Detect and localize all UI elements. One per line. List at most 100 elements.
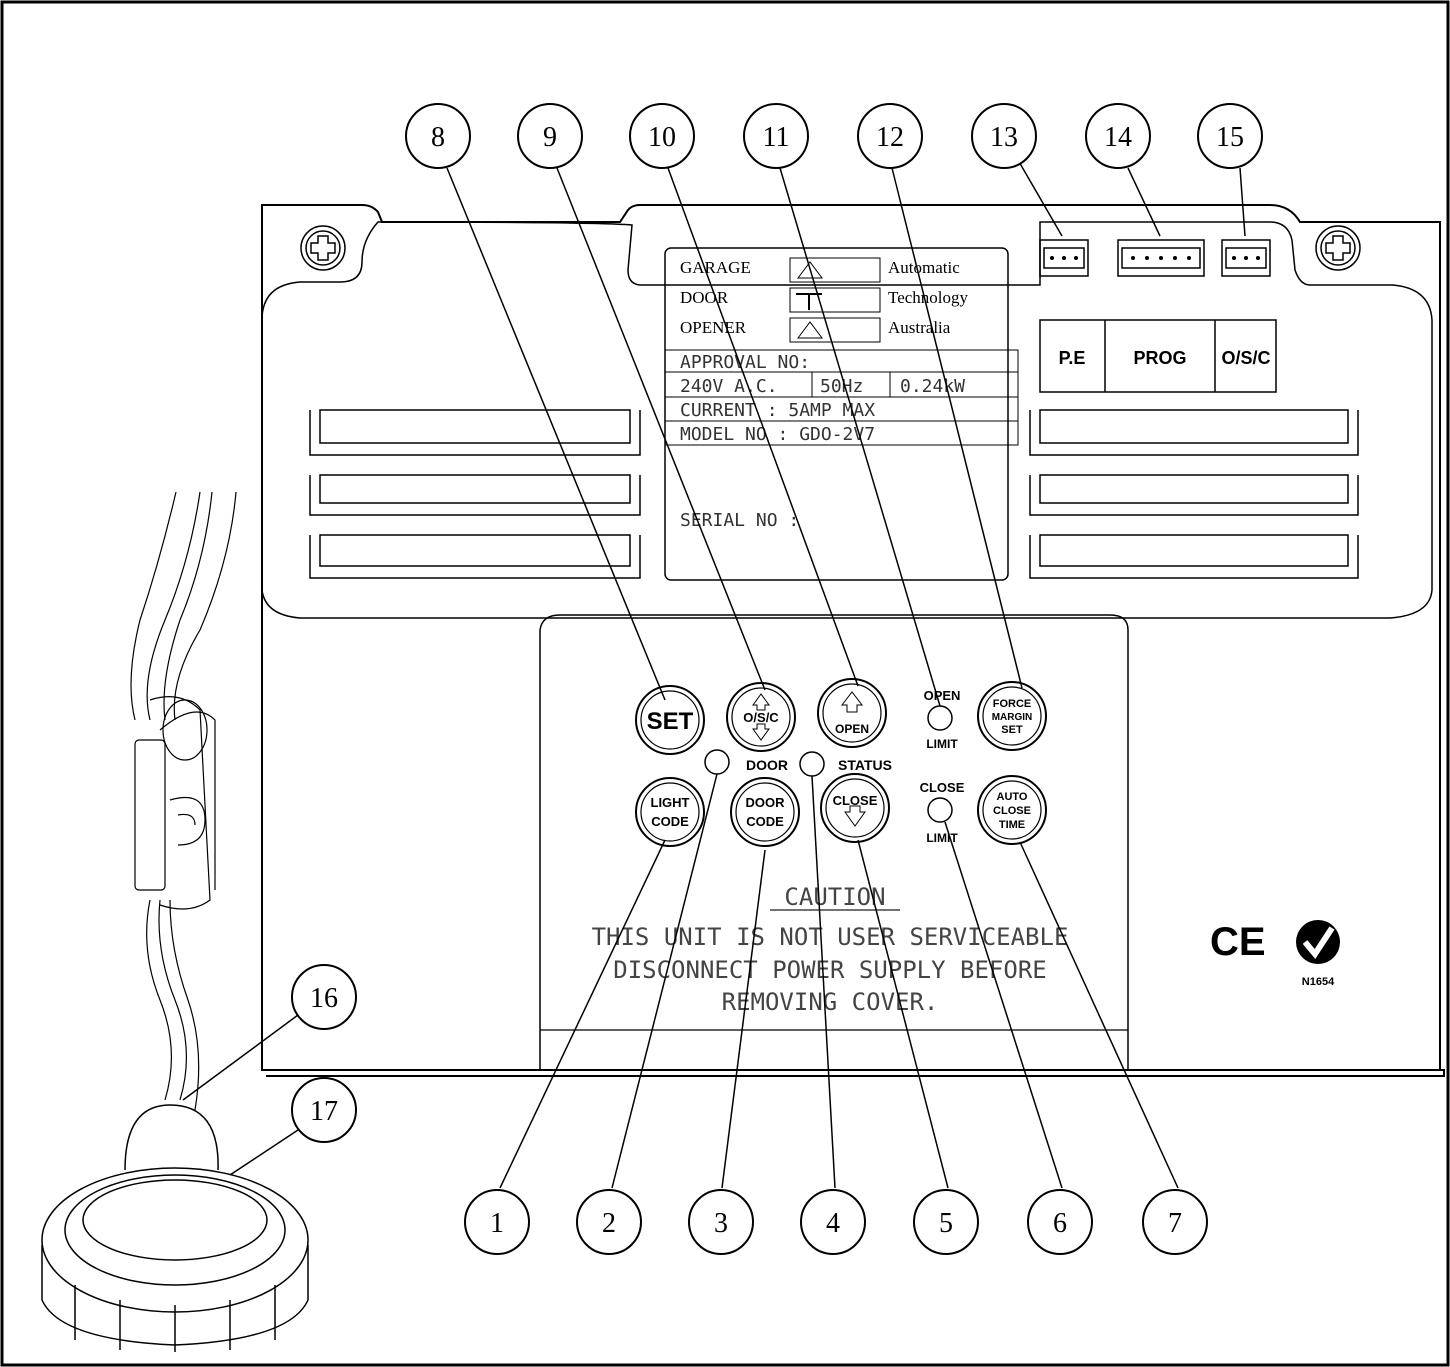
frequency-text: 50Hz	[820, 376, 863, 397]
callout-10-number: 10	[648, 122, 676, 153]
pendant-base	[41, 1104, 309, 1352]
callout-11: 11	[743, 103, 809, 169]
tick-mark-icon	[1302, 926, 1335, 960]
connectors	[1039, 239, 1271, 277]
callout-7: 7	[1142, 1189, 1208, 1255]
door-code-button[interactable]: DOOR CODE	[730, 777, 800, 847]
open-limit-label-1: OPEN	[924, 688, 961, 703]
brand-right-1: Automatic	[888, 258, 960, 277]
brand-right-2: Technology	[888, 288, 969, 307]
caution-title: CAUTION	[784, 883, 885, 911]
screw-icon	[300, 225, 346, 271]
close-limit-led	[927, 797, 953, 823]
callout-11-number: 11	[763, 122, 790, 153]
osc-button-label: O/S/C	[743, 710, 779, 725]
brand-left-2: DOOR	[680, 288, 729, 307]
callout-14: 14	[1085, 103, 1151, 169]
pendant-cable	[130, 491, 237, 1111]
leader-lines	[182, 159, 1246, 1189]
arrow-up-icon	[840, 691, 864, 713]
close-button-label: CLOSE	[833, 793, 878, 808]
approval-text: APPROVAL NO:	[680, 352, 810, 373]
model-text: MODEL NO : GDO-2V7	[680, 424, 875, 445]
caution-notice: CAUTION THIS UNIT IS NOT USER SERVICEABL…	[592, 883, 1069, 1016]
current-text: CURRENT : 5AMP MAX	[680, 400, 875, 421]
callout-14-number: 14	[1104, 122, 1132, 153]
brand-right-3: Australia	[888, 318, 951, 337]
door-led	[704, 749, 730, 775]
voltage-text: 240V A.C.	[680, 376, 778, 397]
set-button[interactable]: SET	[635, 685, 705, 755]
screw-icon	[1315, 225, 1361, 271]
callout-10: 10	[629, 103, 695, 169]
light-code-label-1: LIGHT	[651, 795, 690, 810]
door-code-label-1: DOOR	[746, 795, 786, 810]
callout-8: 8	[405, 103, 471, 169]
rating-plate: GARAGE DOOR OPENER Automatic Technology …	[664, 247, 1019, 581]
auto-close-label-1: AUTO	[997, 791, 1028, 803]
callout-5-number: 5	[939, 1208, 953, 1239]
logo-triangle-icon	[797, 261, 823, 279]
caution-line-2: DISCONNECT POWER SUPPLY BEFORE	[613, 956, 1046, 984]
callout-4-number: 4	[826, 1208, 840, 1239]
callout-16: 16	[291, 964, 357, 1030]
callout-7-number: 7	[1168, 1208, 1182, 1239]
pe-label: P.E	[1059, 348, 1086, 368]
callout-13: 13	[971, 103, 1037, 169]
callout-4: 4	[800, 1189, 866, 1255]
brand-left-1: GARAGE	[680, 258, 751, 277]
callout-6: 6	[1027, 1189, 1093, 1255]
callout-17-number: 17	[310, 1096, 338, 1127]
callout-12-number: 12	[876, 122, 904, 153]
close-limit-label-1: CLOSE	[920, 780, 965, 795]
door-code-label-2: CODE	[746, 814, 784, 829]
tick-code: N1654	[1302, 976, 1335, 988]
serial-text: SERIAL NO :	[680, 510, 799, 531]
status-led	[799, 751, 825, 777]
connector-label-box: P.E PROG O/S/C	[1039, 319, 1277, 393]
caution-line-3: REMOVING COVER.	[722, 988, 939, 1016]
osc-label: O/S/C	[1221, 348, 1270, 368]
close-button[interactable]: CLOSE	[820, 773, 890, 843]
force-label-1: FORCE	[993, 698, 1032, 710]
light-code-button[interactable]: LIGHT CODE	[635, 777, 705, 847]
callout-16-number: 16	[310, 983, 338, 1014]
open-button-label: OPEN	[835, 722, 869, 736]
open-button[interactable]: OPEN	[817, 678, 887, 748]
callout-markers: 8 9 10 11 12 13 14 15 1 2 3 4 5 6 7 16 1…	[291, 103, 1263, 1255]
callout-13-number: 13	[990, 122, 1018, 153]
arrow-up-icon	[752, 693, 770, 711]
vent-slots	[309, 409, 1359, 579]
prog-label: PROG	[1133, 348, 1186, 368]
power-text: 0.24kW	[900, 376, 965, 397]
osc-button[interactable]: O/S/C	[726, 682, 796, 752]
callout-17: 17	[291, 1077, 357, 1143]
arrow-down-icon	[752, 723, 770, 741]
brand-left-3: OPENER	[680, 318, 747, 337]
callout-15: 15	[1197, 103, 1263, 169]
callout-9: 9	[517, 103, 583, 169]
callout-9-number: 9	[543, 122, 557, 153]
callout-1: 1	[464, 1189, 530, 1255]
callout-6-number: 6	[1053, 1208, 1067, 1239]
arrow-down-icon	[844, 805, 866, 827]
force-label-2: MARGIN	[992, 712, 1033, 723]
housing	[261, 204, 1445, 1077]
close-limit-label-2: LIMIT	[926, 831, 958, 845]
callout-5: 5	[913, 1189, 979, 1255]
logo-triangle-icon	[797, 321, 823, 339]
force-margin-set-button[interactable]: FORCE MARGIN SET	[977, 681, 1047, 751]
auto-close-time-button[interactable]: AUTO CLOSE TIME	[977, 775, 1047, 845]
ce-mark: CE	[1210, 920, 1266, 964]
open-limit-label-2: LIMIT	[926, 737, 958, 751]
auto-close-label-2: CLOSE	[993, 805, 1031, 817]
callout-15-number: 15	[1216, 122, 1244, 153]
callout-12: 12	[857, 103, 923, 169]
auto-close-label-3: TIME	[999, 819, 1025, 831]
certification-marks: CE N1654	[1210, 920, 1340, 988]
force-label-3: SET	[1001, 724, 1023, 736]
callout-2: 2	[576, 1189, 642, 1255]
